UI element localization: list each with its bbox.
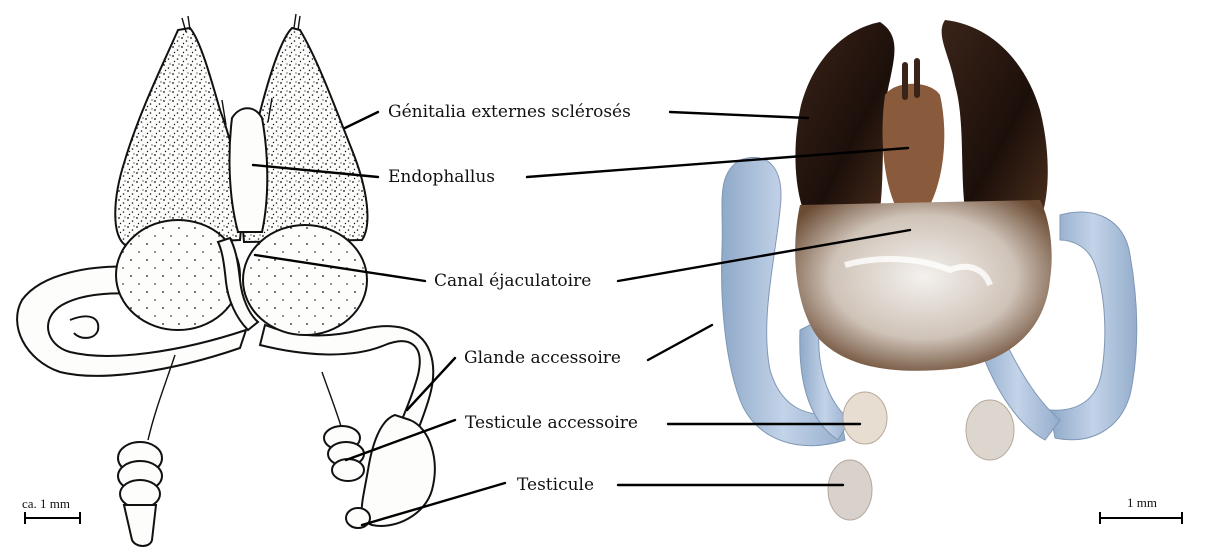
svg-text:Canal éjaculatoire: Canal éjaculatoire xyxy=(434,271,591,291)
drawing-scalebar: ca. 1 mm xyxy=(22,496,80,524)
photo-sclerite-left xyxy=(795,22,894,215)
photo-endophallus xyxy=(882,84,944,205)
photo-testis xyxy=(828,460,872,520)
svg-text:Glande accessoire: Glande accessoire xyxy=(464,348,621,368)
label-accessory-gland: Glande accessoire xyxy=(407,325,712,410)
drawing-scalebar-label: ca. 1 mm xyxy=(22,496,70,511)
svg-text:Testicule: Testicule xyxy=(517,475,594,495)
photo-tissue xyxy=(795,200,1052,371)
label-sclerotized-genitalia: Génitalia externes sclérosés xyxy=(345,102,808,128)
svg-text:Testicule accessoire: Testicule accessoire xyxy=(465,413,638,433)
photo-gland-right xyxy=(1050,212,1137,440)
photo-sclerite-right xyxy=(942,20,1048,215)
drawing-panel: ca. 1 mm xyxy=(17,14,435,546)
drawing-endophallus xyxy=(230,108,268,232)
photo-scalebar-label: 1 mm xyxy=(1127,495,1157,510)
drawing-bulbs xyxy=(116,220,367,335)
svg-text:Génitalia externes sclérosés: Génitalia externes sclérosés xyxy=(388,102,631,122)
photo-accessory-testis xyxy=(843,392,887,444)
drawing-testes xyxy=(118,355,370,546)
svg-text:Endophallus: Endophallus xyxy=(388,167,495,187)
photo-scalebar: 1 mm xyxy=(1100,495,1182,524)
photo-panel: 1 mm xyxy=(722,20,1182,524)
